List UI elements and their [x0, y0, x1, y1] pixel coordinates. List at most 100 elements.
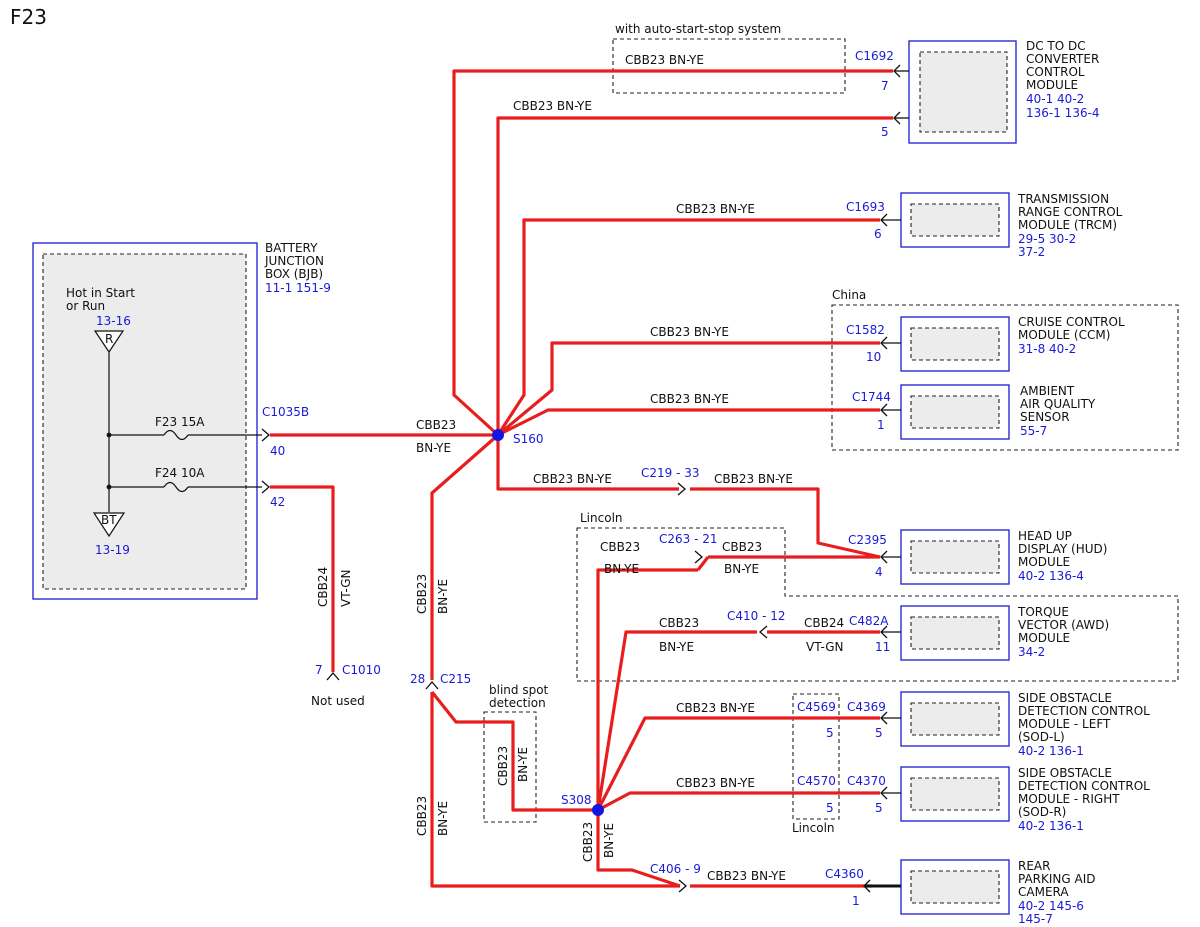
wire-bjb-c1010 [270, 485, 335, 672]
wire-c263-joint [696, 556, 710, 571]
region-autostart-box [612, 38, 846, 94]
bjb-ref: 11-1 151-9 [265, 281, 331, 295]
module-trcm: C1693 6 TRANSMISSION RANGE CONTROL MODUL… [846, 192, 1123, 259]
splice-s308-label: S308 [561, 793, 592, 807]
aqs-pin: 1 [877, 418, 885, 432]
hud-connector: C2395 [848, 533, 887, 547]
wire-label-c406-color: BN-YE [436, 801, 450, 836]
wire-s308-c406 [596, 810, 681, 888]
wire-label-c406-code: CBB23 [415, 796, 429, 836]
sodl-ref-1: 40-2 136-1 [1018, 744, 1084, 758]
rpac-ref-2: 145-7 [1018, 912, 1053, 926]
ccm-connector: C1582 [846, 323, 885, 337]
inline-c263-label: C263 - 21 [659, 532, 718, 546]
sodr-name-1: SIDE OBSTACLE [1018, 766, 1112, 780]
c1010-note: Not used [311, 694, 365, 708]
region-china-label: China [832, 288, 866, 302]
inline-c410-label: C410 - 12 [727, 609, 786, 623]
ccm-name-1: CRUISE CONTROL [1018, 315, 1125, 329]
aqs-name-3: SENSOR [1020, 410, 1070, 424]
wire-label-c1010-code: CBB24 [316, 567, 330, 607]
wire-label-hud-code: CBB23 [722, 540, 762, 554]
connector-arrow-icon [261, 428, 270, 442]
sodr-name-2: DETECTION CONTROL [1018, 779, 1150, 793]
sodr-name-3: MODULE - RIGHT [1018, 792, 1120, 806]
hud-name-3: MODULE [1018, 555, 1070, 569]
awd-name-2: VECTOR (AWD) [1018, 618, 1109, 632]
bjb-name-2: JUNCTION [264, 254, 324, 268]
module-sodr: C4370 5 C4570 5 SIDE OBSTACLE DETECTION … [797, 766, 1150, 833]
c215-pin: 28 [410, 672, 425, 686]
fuse-f24-icon [163, 481, 189, 493]
inline-c219-label: C219 - 33 [641, 466, 700, 480]
fuse-f23-icon [163, 429, 189, 441]
wire-label-s308-code: CBB23 [581, 822, 595, 862]
wire-s308-c410 [596, 630, 757, 811]
rpac-name-1: REAR [1018, 859, 1050, 873]
wire-label-rpac: CBB23 BN-YE [707, 869, 786, 883]
splice-s160-icon [492, 429, 504, 441]
wire-label-c1010-color: VT-GN [339, 570, 353, 607]
sodl-connector: C4369 [847, 700, 886, 714]
hud-ref-1: 40-2 136-4 [1018, 569, 1084, 583]
module-hud: C2395 4 HEAD UP DISPLAY (HUD) MODULE 40-… [848, 529, 1107, 585]
sodl-name-3: MODULE - LEFT [1018, 717, 1111, 731]
trcm-name-2: RANGE CONTROL [1018, 205, 1123, 219]
bjb-connector: C1035B [262, 405, 309, 419]
wire-label-dcdc7: CBB23 BN-YE [625, 53, 704, 67]
connector-arrow-icon [261, 480, 270, 494]
fuse-f24-label: F24 10A [155, 466, 205, 480]
region-autostart-label: with auto-start-stop system [615, 22, 781, 36]
battery-junction-box: Hot in Start or Run 13-16 R F23 15A F24 … [32, 241, 331, 600]
wire-label-c410-code: CBB23 [659, 616, 699, 630]
wire-label-c219-hud: CBB23 BN-YE [714, 472, 793, 486]
wire-s160-dcdc-7 [452, 69, 893, 437]
hud-name-1: HEAD UP [1018, 529, 1072, 543]
dcdc-pin-a: 7 [881, 79, 889, 93]
wire-label-awd-color: VT-GN [806, 640, 843, 654]
dcdc-name-4: MODULE [1026, 78, 1078, 92]
dcdc-ref-1: 40-1 40-2 [1026, 92, 1084, 106]
ccm-pin: 10 [866, 350, 881, 364]
wire-label-awd-code: CBB24 [804, 616, 844, 630]
sodr-pin: 5 [875, 801, 883, 815]
region-blindspot-label-2: detection [489, 696, 546, 710]
inline-c406-label: C406 - 9 [650, 862, 701, 876]
dcdc-pin-b: 5 [881, 125, 889, 139]
wire-c215-c406 [430, 692, 680, 888]
wire-label-s160-c219: CBB23 BN-YE [533, 472, 612, 486]
dcdc-name-3: CONTROL [1026, 65, 1085, 79]
c1010-connector-icon [326, 672, 340, 681]
bjb-ref-bt: 13-19 [95, 543, 130, 557]
ground-bt-icon [92, 512, 126, 538]
page-label: F23 [10, 5, 47, 29]
trcm-ref-2: 37-2 [1018, 245, 1045, 259]
rpac-name-2: PARKING AID [1018, 872, 1096, 886]
module-rpac: C4360 1 REAR PARKING AID CAMERA 40-2 145… [825, 859, 1096, 926]
ccm-ref-1: 31-8 40-2 [1018, 342, 1076, 356]
relay-r-symbol: R [105, 332, 113, 346]
module-inner-box [910, 203, 1000, 237]
inline-connector-icon [759, 625, 768, 639]
sodl-pin: 5 [875, 726, 883, 740]
wire-s308-sodr [597, 791, 880, 812]
module-inner-box [910, 395, 1000, 429]
inline-connector-icon [694, 550, 703, 564]
c1010-pin: 7 [315, 663, 323, 677]
wire-s160-trcm [496, 218, 880, 436]
sodl-inline-connector: C4569 [797, 700, 836, 714]
dcdc-ref-2: 136-1 136-4 [1026, 106, 1100, 120]
inline-connector-icon [677, 482, 686, 496]
rpac-connector: C4360 [825, 867, 864, 881]
wire-c219-hud [690, 487, 881, 559]
wire-s308-sodl [596, 716, 880, 811]
trcm-ref-1: 29-5 30-2 [1018, 232, 1076, 246]
module-inner-box [919, 51, 1008, 133]
aqs-ref-1: 55-7 [1020, 424, 1047, 438]
trcm-pin: 6 [874, 227, 882, 241]
module-inner-box [910, 540, 1000, 574]
wire-label-ccm: CBB23 BN-YE [650, 325, 729, 339]
wire-label-c215-code: CBB23 [415, 574, 429, 614]
wire-s160-aqs [497, 408, 880, 437]
